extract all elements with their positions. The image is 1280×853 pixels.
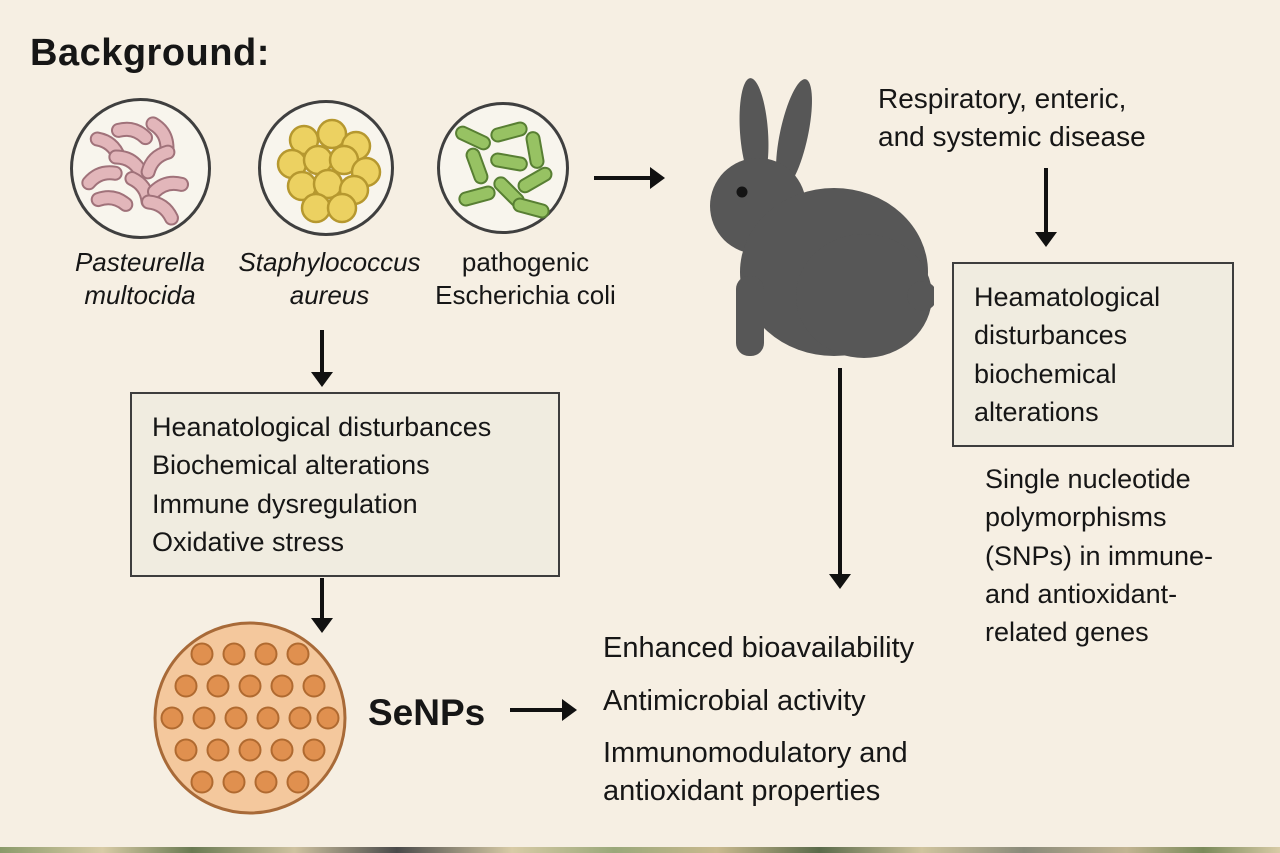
disease-text-line1: Respiratory, enteric, (878, 83, 1127, 114)
ecoli-dish-illustration (437, 102, 569, 234)
disease-text-line2: and systemic disease (878, 120, 1146, 152)
pasteurella-label-line2: multocida (84, 279, 196, 310)
arrow-rabbit-to-benefits (838, 368, 842, 576)
right-box-line3: biochemical (974, 358, 1117, 389)
staphylococcus-label-line1: Staphylococcus (238, 247, 421, 277)
bottom-strip (0, 847, 1280, 853)
right-findings-box: Heamatological disturbances biochemical … (952, 262, 1234, 448)
left-box-line2: Biochemical alterations (152, 450, 430, 481)
senps-label: SeNPs (368, 692, 486, 733)
page-title: Background: (30, 32, 270, 74)
arrow-staph-to-leftbox (320, 330, 324, 374)
staphylococcus-label-line2: aureus (289, 279, 370, 310)
staphylococcus-dish-illustration (258, 100, 394, 236)
pasteurella-dish-illustration (70, 98, 211, 239)
benefit-immunomodulatory-line2: antioxidant properties (603, 775, 881, 808)
arrow-senps-to-benefits (510, 708, 564, 712)
left-box-line3: Immune dysregulation (152, 488, 418, 519)
benefit-bioavailability: Enhanced bioavailability (603, 632, 915, 664)
benefit-antimicrobial: Antimicrobial activity (603, 684, 866, 717)
right-box-line2: disturbances (974, 320, 1128, 351)
left-box-line4: Oxidative stress (152, 526, 345, 557)
pasteurella-label-line1: Pasteurella (74, 247, 206, 277)
snp-line4: and antioxidant- (985, 578, 1178, 609)
arrow-bacteria-to-rabbit (594, 176, 652, 180)
right-box-line4: alterations (974, 396, 1099, 427)
benefits-text: Enhanced bioavailability Antimicrobial a… (603, 630, 983, 811)
benefit-immunomodulatory-line1: Immunomodulatory and (603, 737, 908, 770)
snp-line5: related genes (985, 617, 1149, 648)
ecoli-label-line1: pathogenic (461, 247, 590, 277)
left-findings-box: Heanatological disturbances Biochemical … (130, 392, 560, 578)
arrow-leftbox-to-senps (320, 578, 324, 620)
pasteurella-label: Pasteurella multocida (40, 246, 240, 311)
staphylococcus-label: Staphylococcus aureus (232, 246, 427, 311)
snp-line3: (SNPs) in immune- (985, 540, 1214, 571)
rabbit-illustration (710, 78, 934, 358)
ecoli-label: pathogenic Escherichia coli (428, 246, 623, 311)
left-box-line1: Heanatological disturbances (152, 412, 492, 442)
snp-line2: polymorphisms (985, 502, 1167, 533)
arrow-disease-to-rightbox (1044, 168, 1048, 234)
snp-line1: Single nucleotide (985, 464, 1191, 494)
disease-text: Respiratory, enteric, and systemic disea… (878, 80, 1228, 156)
right-box-line1: Heamatological (974, 282, 1161, 312)
ecoli-label-line2: Escherichia coli (435, 279, 616, 310)
rabbit-eye (736, 186, 748, 198)
snp-text: Single nucleotide polymorphisms (SNPs) i… (985, 460, 1245, 652)
senps-illustration (153, 621, 347, 815)
